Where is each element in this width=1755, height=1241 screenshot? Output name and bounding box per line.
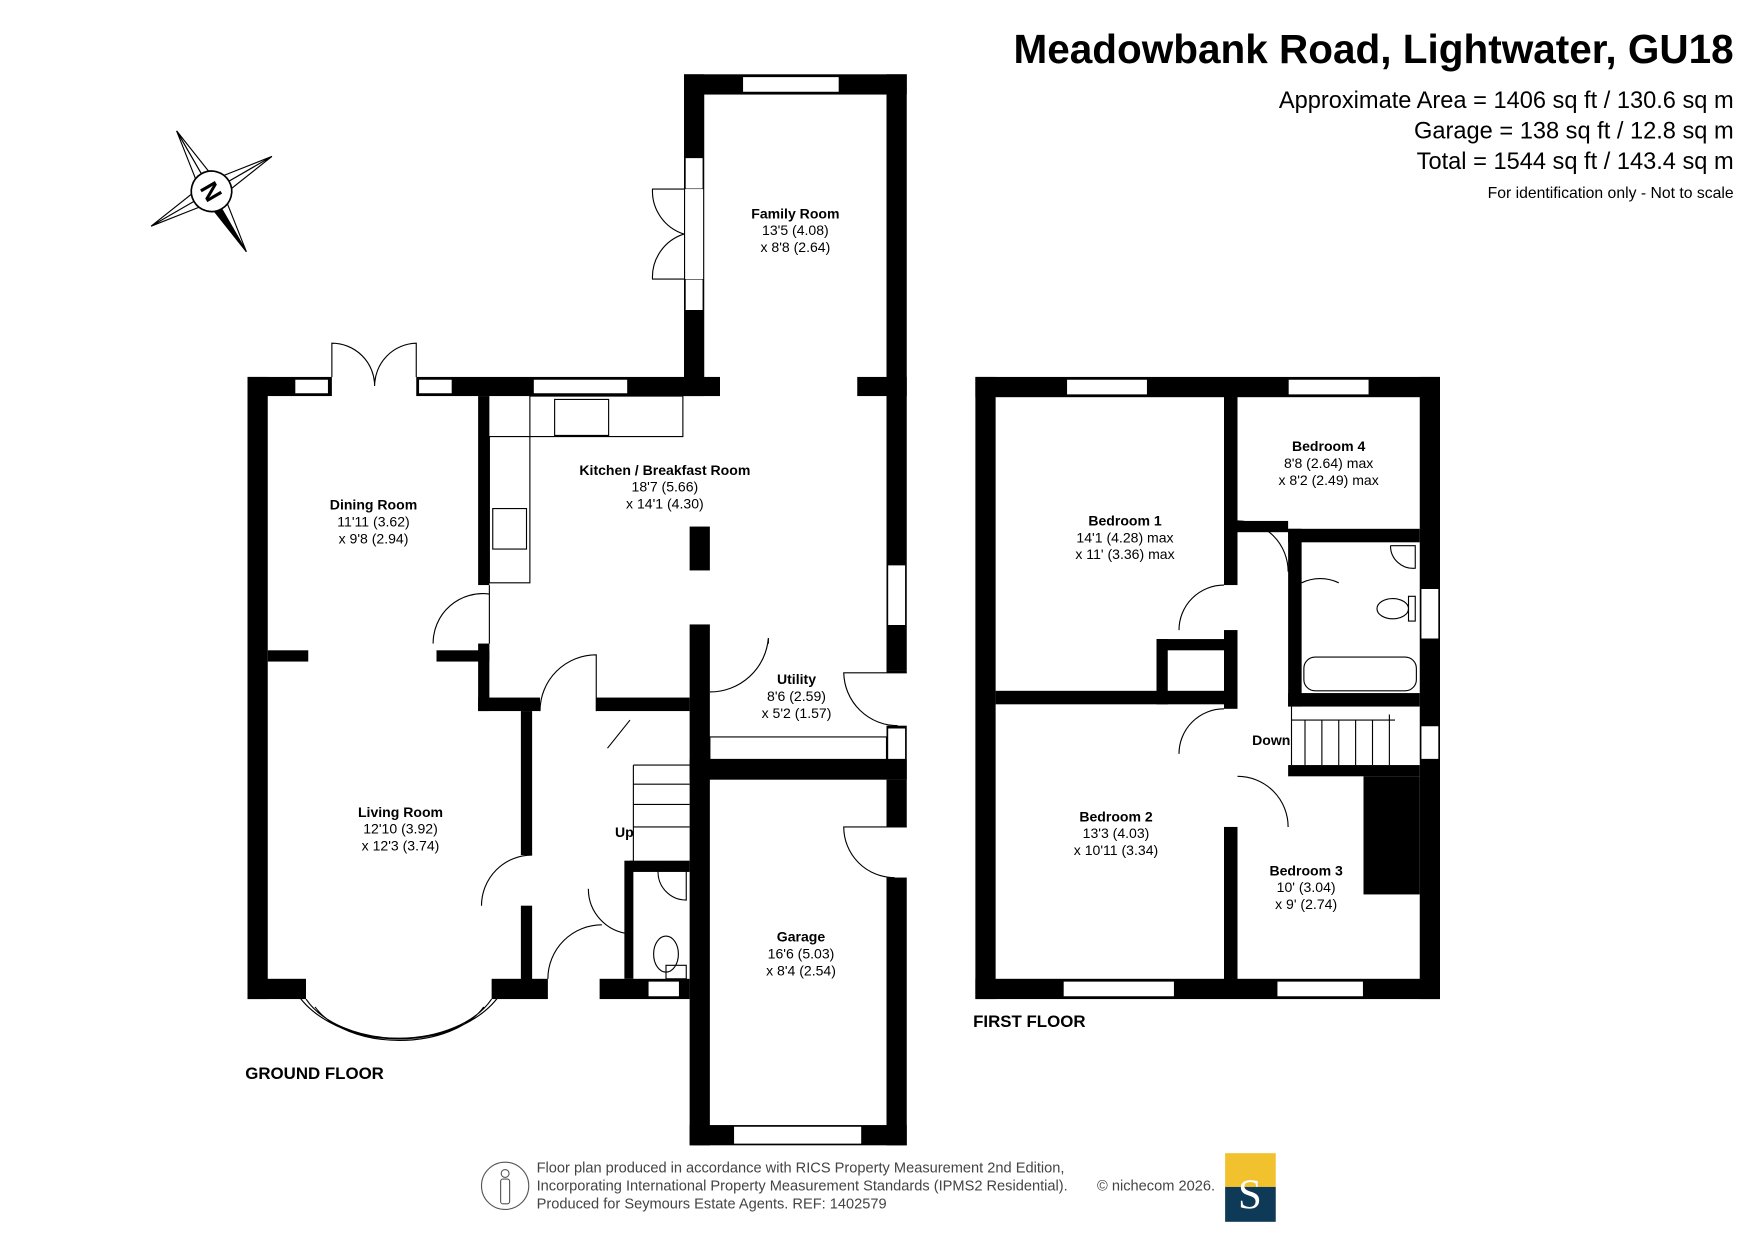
room-dimension: x 8'4 (2.54): [766, 962, 836, 978]
page-title: Meadowbank Road, Lightwater, GU18: [1014, 26, 1734, 72]
room-name: Kitchen / Breakfast Room: [579, 462, 750, 478]
area-line: Garage = 138 sq ft / 12.8 sq m: [1414, 118, 1734, 144]
area-line: Approximate Area = 1406 sq ft / 130.6 sq…: [1279, 88, 1734, 114]
area-line: Total = 1544 sq ft / 143.4 sq m: [1417, 149, 1734, 175]
footer: Floor plan produced in accordance with R…: [480, 1153, 1276, 1222]
room-name: Garage: [777, 929, 826, 945]
logo-letter: S: [1238, 1171, 1262, 1218]
stairs-label: Down: [1252, 732, 1290, 748]
room-dimension: x 9'8 (2.94): [339, 530, 409, 546]
room-name: Utility: [777, 671, 816, 687]
room-dimension: x 10'11 (3.34): [1074, 842, 1158, 858]
header: Meadowbank Road, Lightwater, GU18 Approx…: [1014, 26, 1734, 202]
ground-floor-labels: Family Room 13'5 (4.08) x 8'8 (2.64) Kit…: [245, 205, 839, 1083]
room-dimension: x 9' (2.74): [1275, 896, 1337, 912]
room-name: Family Room: [751, 205, 839, 221]
room-dimension: x 5'2 (1.57): [762, 705, 832, 721]
room-dimension: 12'10 (3.92): [363, 821, 438, 837]
floor-label: GROUND FLOOR: [245, 1064, 384, 1083]
room-dimension: 13'5 (4.08): [762, 222, 829, 238]
footer-line: Incorporating International Property Mea…: [537, 1178, 1068, 1194]
ground-floor-walls: [247, 74, 907, 1146]
footer-line: Floor plan produced in accordance with R…: [537, 1160, 1065, 1176]
first-floor-labels: Bedroom 4 8'8 (2.64) max x 8'2 (2.49) ma…: [973, 438, 1379, 1031]
person-icon: [480, 1161, 530, 1210]
seymours-logo: S: [1225, 1153, 1276, 1222]
room-name: Bedroom 4: [1292, 438, 1366, 454]
room-dimension: 10' (3.04): [1277, 879, 1336, 895]
room-dimension: x 8'2 (2.49) max: [1278, 472, 1378, 488]
room-dimension: 16'6 (5.03): [768, 946, 835, 962]
room-dimension: x 14'1 (4.30): [626, 496, 704, 512]
footer-line: Produced for Seymours Estate Agents. REF…: [537, 1196, 887, 1212]
disclaimer: For identification only - Not to scale: [1488, 185, 1734, 202]
stairs-label: Up: [615, 824, 634, 840]
room-name: Dining Room: [330, 497, 417, 513]
compass-icon: N: [150, 130, 273, 253]
copyright: © nichecom 2026.: [1097, 1178, 1215, 1194]
room-dimension: 8'6 (2.59): [767, 688, 826, 704]
room-dimension: x 8'8 (2.64): [760, 239, 830, 255]
room-dimension: 18'7 (5.66): [632, 479, 699, 495]
room-dimension: 11'11 (3.62): [337, 514, 409, 530]
room-dimension: x 11' (3.36) max: [1075, 546, 1174, 562]
room-dimension: 14'1 (4.28) max: [1076, 529, 1173, 545]
first-floor-walls: [653, 376, 1440, 1000]
room-dimension: 13'3 (4.03): [1083, 825, 1150, 841]
room-name: Bedroom 2: [1079, 808, 1153, 824]
room-dimension: 8'8 (2.64) max: [1284, 455, 1373, 471]
room-name: Bedroom 1: [1088, 512, 1162, 528]
room-dimension: x 12'3 (3.74): [362, 838, 440, 854]
floor-label: FIRST FLOOR: [973, 1012, 1085, 1031]
room-name: Bedroom 3: [1269, 862, 1343, 878]
room-name: Living Room: [358, 804, 443, 820]
